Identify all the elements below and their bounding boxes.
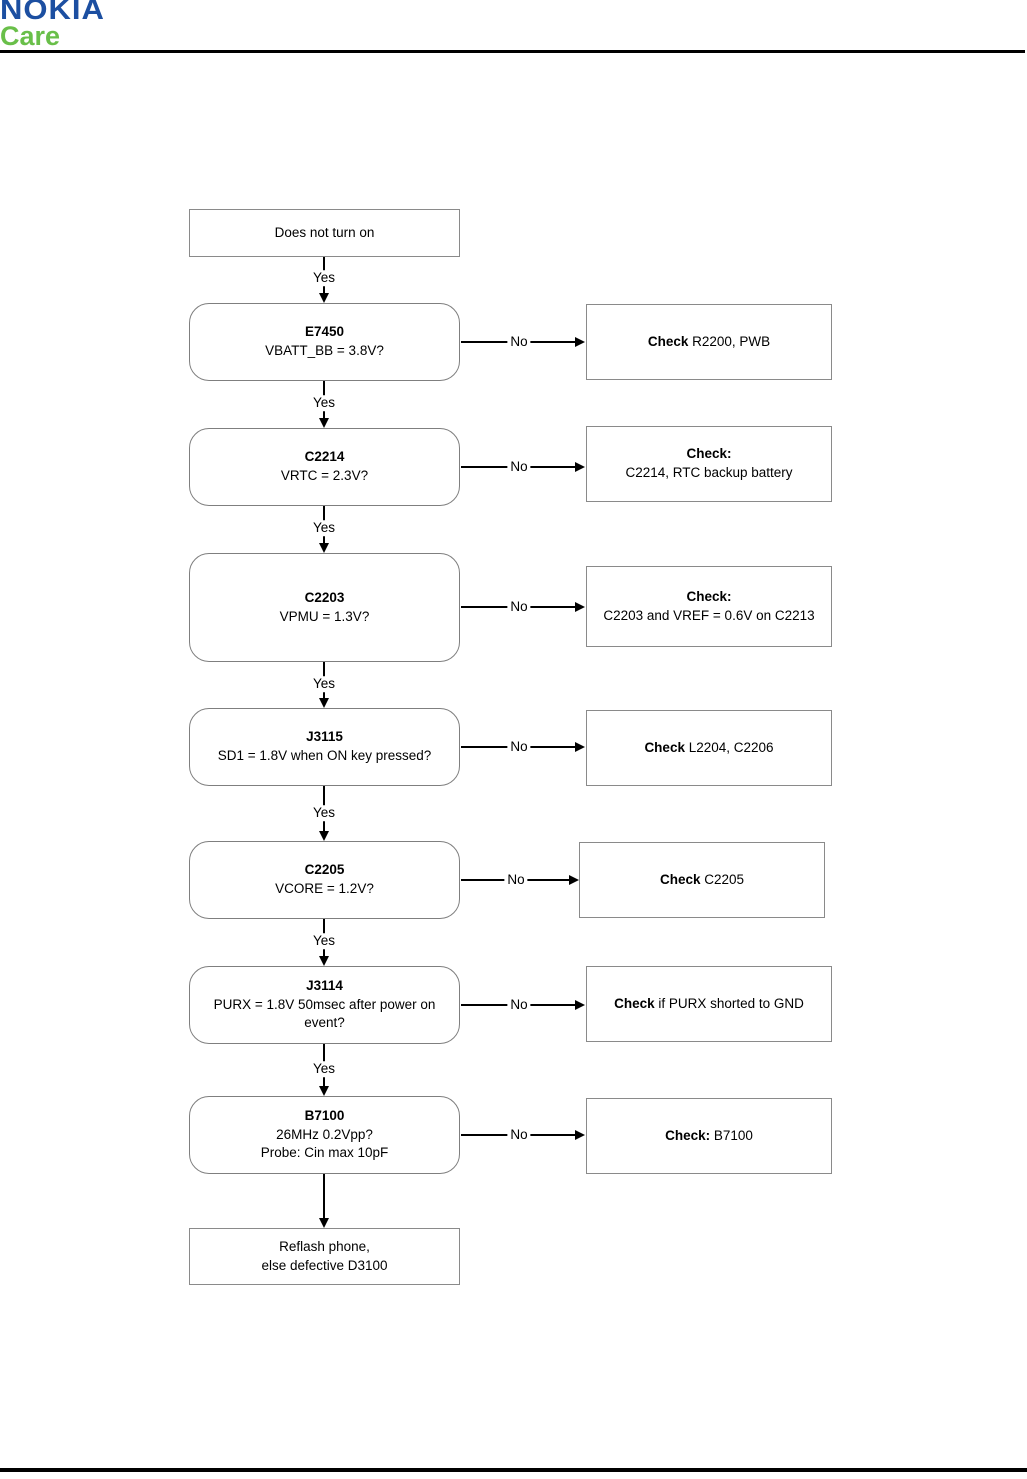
check-text: Check: C2214, RTC backup battery (625, 445, 792, 483)
arrow-down-icon (319, 418, 329, 428)
check-node-l2204: Check L2204, C2206 (586, 710, 832, 786)
decision-title: C2205 (304, 862, 345, 878)
check-keyword: Check (659, 871, 701, 887)
footer-divider (0, 1468, 1027, 1472)
check-keyword: Check: (686, 446, 732, 462)
no-label: No (507, 334, 531, 350)
decision-question: VPMU = 1.3V? (279, 608, 370, 624)
arrow-down-icon (319, 956, 329, 966)
flow-start-node: Does not turn on (189, 209, 460, 257)
decision-question: SD1 = 1.8V when ON key pressed? (217, 748, 432, 763)
arrow-down-icon (319, 293, 329, 303)
check-node-c2214: Check: C2214, RTC backup battery (586, 426, 832, 502)
arrow-right-icon (575, 742, 585, 752)
check-detail: C2203 and VREF = 0.6V on C2213 (603, 607, 815, 623)
flow-start-label: Does not turn on (274, 224, 375, 240)
check-text: Check R2200, PWB (648, 333, 770, 352)
arrow-right-icon (569, 875, 579, 885)
check-detail: if PURX shorted to GND (654, 995, 804, 1011)
decision-title: B7100 (304, 1107, 345, 1123)
yes-label: Yes (309, 676, 339, 692)
decision-question: 26MHz 0.2Vpp? Probe: Cin max 10pF (260, 1126, 389, 1161)
check-node-c2205: Check C2205 (579, 842, 825, 918)
arrow-right-icon (575, 1130, 585, 1140)
check-node-c2203: Check: C2203 and VREF = 0.6V on C2213 (586, 566, 832, 647)
arrow-right-icon (575, 462, 585, 472)
check-text: Check C2205 (660, 871, 744, 890)
check-detail: B7100 (710, 1127, 753, 1143)
check-detail: R2200, PWB (688, 333, 771, 349)
yes-label: Yes (309, 1061, 339, 1077)
arrow-down-icon (319, 543, 329, 553)
no-label: No (507, 997, 531, 1013)
decision-question: VCORE = 1.2V? (275, 881, 374, 896)
check-detail: C2214, RTC backup battery (625, 465, 793, 480)
yes-label: Yes (309, 395, 339, 411)
check-keyword: Check (614, 995, 655, 1011)
check-detail: C2205 (700, 871, 745, 887)
arrow-right-icon (575, 337, 585, 347)
arrow-down-icon (319, 1086, 329, 1096)
arrow-down-icon (319, 831, 329, 841)
decision-title: J3115 (306, 729, 343, 745)
flow-end-label: Reflash phone, else defective D3100 (261, 1238, 388, 1273)
connector-line (323, 1174, 325, 1218)
arrow-right-icon (575, 1000, 585, 1010)
check-text: Check if PURX shorted to GND (614, 995, 804, 1014)
arrow-down-icon (319, 1218, 329, 1228)
check-text: Check: B7100 (665, 1127, 753, 1146)
check-keyword: Check: (665, 1127, 711, 1143)
yes-label: Yes (309, 933, 339, 949)
flow-end-node: Reflash phone, else defective D3100 (189, 1228, 460, 1285)
decision-title: C2214 (304, 449, 345, 465)
decision-question: VRTC = 2.3V? (280, 468, 369, 483)
arrow-down-icon (319, 698, 329, 708)
check-keyword: Check (644, 739, 685, 755)
check-keyword: Check: (686, 588, 732, 604)
check-keyword: Check (647, 333, 689, 349)
no-label: No (507, 1127, 531, 1143)
no-label: No (504, 872, 528, 888)
header-divider (0, 50, 1025, 53)
yes-label: Yes (309, 520, 339, 536)
check-detail: L2204, C2206 (684, 739, 774, 755)
care-wordmark: Care (0, 21, 61, 51)
yes-label: Yes (309, 805, 339, 821)
check-node-r2200: Check R2200, PWB (586, 304, 832, 380)
check-node-purx: Check if PURX shorted to GND (586, 966, 832, 1042)
arrow-right-icon (575, 602, 585, 612)
decision-node-b7100: B7100 26MHz 0.2Vpp? Probe: Cin max 10pF (189, 1096, 460, 1174)
check-node-b7100: Check: B7100 (586, 1098, 832, 1174)
no-label: No (507, 599, 531, 615)
no-label: No (507, 739, 531, 755)
no-label: No (507, 459, 531, 475)
nokia-wordmark: NOKIA (0, 0, 105, 26)
check-text: Check: C2203 and VREF = 0.6V on C2213 (603, 588, 814, 626)
check-text: Check L2204, C2206 (644, 739, 773, 758)
decision-title: E7450 (304, 324, 345, 340)
decision-title: J3114 (306, 977, 343, 993)
decision-question: VBATT_BB = 3.8V? (265, 343, 384, 358)
yes-label: Yes (309, 270, 339, 286)
decision-title: C2203 (304, 589, 345, 605)
decision-question: PURX = 1.8V 50msec after power on event? (213, 996, 436, 1031)
nokia-care-logo: NOKIA Care (0, 0, 105, 50)
